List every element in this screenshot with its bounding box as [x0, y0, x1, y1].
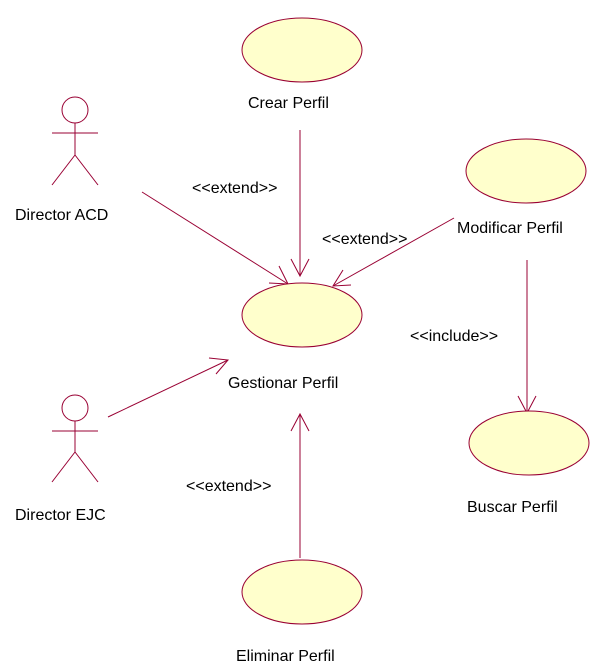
actor-director-acd-figure[interactable]	[51, 96, 99, 186]
actor-leg-left	[51, 154, 76, 186]
actor-head	[61, 394, 89, 422]
actor-director-ejc-label: Director EJC	[15, 507, 106, 524]
stereotype-extend-modificar-label: <<extend>>	[322, 231, 408, 248]
usecase-gestionar-perfil-label: Gestionar Perfil	[228, 375, 339, 392]
actor-head	[61, 96, 89, 124]
stereotype-extend-crear-label: <<extend>>	[192, 180, 278, 197]
usecase-eliminar-perfil-ellipse[interactable]	[241, 559, 363, 625]
usecase-gestionar-perfil-ellipse[interactable]	[241, 282, 363, 348]
actor-leg-right	[74, 154, 99, 186]
relation-modificar-extend-gestionar	[332, 217, 455, 287]
actor-leg-left	[51, 451, 76, 483]
relation-director-acd-gestionar	[141, 191, 289, 285]
actor-leg-right	[74, 451, 99, 483]
relation-eliminar-extend-gestionar	[290, 412, 310, 558]
stereotype-include-buscar-label: <<include>>	[410, 328, 499, 345]
stereotype-extend-eliminar-label: <<extend>>	[186, 478, 272, 495]
relation-crear-extend-gestionar	[290, 130, 310, 278]
usecase-eliminar-perfil-label: Eliminar Perfil	[236, 648, 335, 665]
relation-director-ejc-gestionar	[107, 357, 229, 418]
usecase-modificar-perfil-label: Modificar Perfil	[457, 220, 563, 237]
usecase-crear-perfil-label: Crear Perfil	[248, 95, 329, 112]
usecase-buscar-perfil-ellipse[interactable]	[468, 410, 590, 476]
usecase-modificar-perfil-ellipse[interactable]	[465, 138, 587, 204]
usecase-buscar-perfil-label: Buscar Perfil	[467, 499, 558, 516]
actor-director-acd-label: Director ACD	[15, 207, 109, 224]
relation-modificar-include-buscar	[517, 260, 537, 415]
actor-director-ejc-figure[interactable]	[51, 394, 99, 483]
usecase-crear-perfil-ellipse[interactable]	[241, 17, 363, 83]
